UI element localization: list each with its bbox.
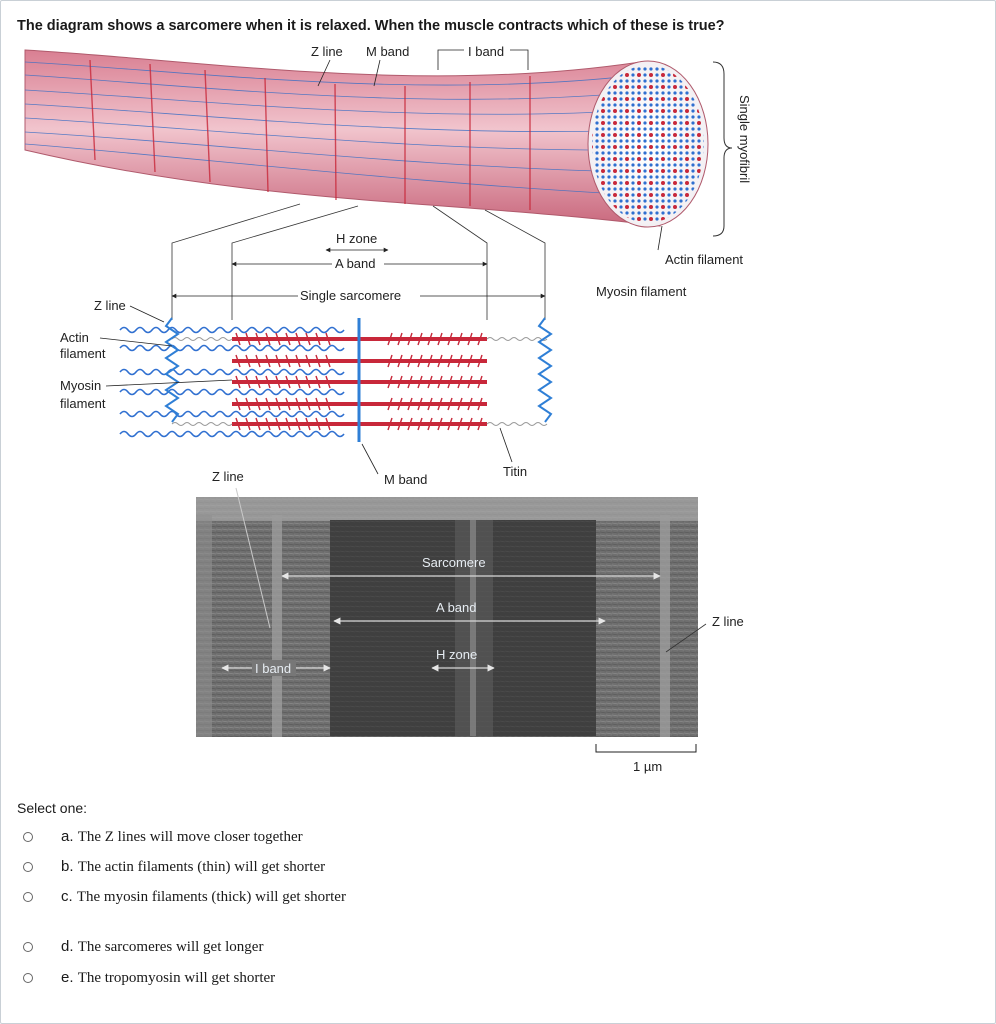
sarcomere-schematic bbox=[119, 317, 553, 442]
scale-bar bbox=[595, 744, 697, 753]
option-a[interactable]: a. The Z lines will move closer together bbox=[23, 826, 303, 848]
left-actin-label-2: filament bbox=[60, 346, 106, 361]
h-zone-label: H zone bbox=[336, 231, 377, 246]
top-m-band-label: M band bbox=[366, 44, 409, 59]
option-e-radio[interactable] bbox=[23, 973, 33, 983]
option-d-text: The sarcomeres will get longer bbox=[77, 939, 264, 955]
micrograph-h-zone-label: H zone bbox=[436, 647, 477, 662]
myosin-filament-right-label: Myosin filament bbox=[596, 284, 687, 299]
left-actin-label-1: Actin bbox=[60, 330, 89, 345]
option-c[interactable]: c. The myosin filaments (thick) will get… bbox=[23, 886, 346, 908]
option-e-letter: e. bbox=[61, 969, 74, 986]
scale-bar-label: 1 µm bbox=[633, 759, 662, 774]
micrograph-i-band-label: I band bbox=[255, 661, 291, 676]
option-c-text: The myosin filaments (thick) will get sh… bbox=[76, 889, 346, 905]
single-sarcomere-label: Single sarcomere bbox=[300, 288, 401, 303]
option-e[interactable]: e. The tropomyosin will get shorter bbox=[23, 967, 275, 989]
bottom-z-line-label: Z line bbox=[212, 469, 244, 484]
electron-micrograph bbox=[196, 487, 707, 737]
top-i-band-label: I band bbox=[468, 44, 504, 59]
option-a-radio[interactable] bbox=[23, 832, 33, 842]
left-myosin-label-1: Myosin bbox=[60, 378, 101, 393]
option-b-letter: b. bbox=[61, 858, 74, 875]
select-one-prompt: Select one: bbox=[17, 800, 88, 816]
option-c-radio[interactable] bbox=[23, 892, 33, 902]
myofibril-illustration bbox=[24, 49, 733, 237]
micrograph-a-band-label: A band bbox=[436, 600, 477, 615]
option-e-text: The tropomyosin will get shorter bbox=[77, 970, 276, 986]
a-band-label: A band bbox=[335, 256, 376, 271]
top-z-line-label: Z line bbox=[311, 44, 343, 59]
micrograph-z-line-label: Z line bbox=[712, 614, 744, 629]
micrograph-i-band-bg bbox=[252, 660, 296, 676]
option-a-text: The Z lines will move closer together bbox=[77, 829, 303, 845]
option-a-letter: a. bbox=[61, 828, 74, 845]
option-b[interactable]: b. The actin filaments (thin) will get s… bbox=[23, 856, 325, 878]
single-myofibril-label: Single myofibril bbox=[737, 95, 752, 183]
bottom-m-band-label: M band bbox=[384, 472, 427, 487]
actin-filament-right-label: Actin filament bbox=[665, 252, 743, 267]
left-z-line-label: Z line bbox=[94, 298, 126, 313]
option-c-letter: c. bbox=[61, 888, 73, 905]
option-d[interactable]: d. The sarcomeres will get longer bbox=[23, 936, 263, 958]
question-text: The diagram shows a sarcomere when it is… bbox=[17, 18, 725, 34]
sarcomere-diagram: Z line M band I band Single myofibril Ac… bbox=[24, 44, 752, 774]
left-myosin-label-2: filament bbox=[60, 396, 106, 411]
titin-label: Titin bbox=[503, 464, 527, 479]
micrograph-sarcomere-label: Sarcomere bbox=[422, 555, 486, 570]
option-b-radio[interactable] bbox=[23, 862, 33, 872]
option-d-letter: d. bbox=[61, 938, 74, 955]
option-d-radio[interactable] bbox=[23, 942, 33, 952]
option-b-text: The actin filaments (thin) will get shor… bbox=[77, 859, 326, 875]
